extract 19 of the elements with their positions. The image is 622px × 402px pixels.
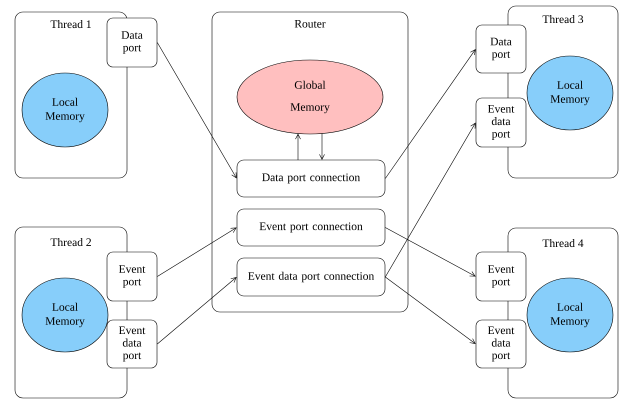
port-box: Event data port [476, 98, 526, 148]
arrow [385, 276, 476, 344]
connection-box: Event port connection [236, 208, 386, 246]
port-box: Event data port [476, 320, 526, 368]
arrow [385, 49, 476, 179]
arrow [157, 277, 237, 344]
arrow [385, 227, 476, 276]
port-box: Event port [476, 252, 526, 302]
arrow [295, 134, 301, 160]
connection-box: Data port connection [236, 160, 386, 198]
port-box: Event port [106, 252, 158, 302]
arrow [385, 122, 476, 278]
arrow [319, 133, 325, 160]
port-box: Data port [106, 18, 158, 68]
port-box: Data port [476, 24, 526, 74]
connection-box: Event data port connection [236, 258, 386, 296]
port-box: Event data port [106, 320, 158, 368]
arrow [157, 42, 237, 178]
arrow [157, 228, 237, 277]
